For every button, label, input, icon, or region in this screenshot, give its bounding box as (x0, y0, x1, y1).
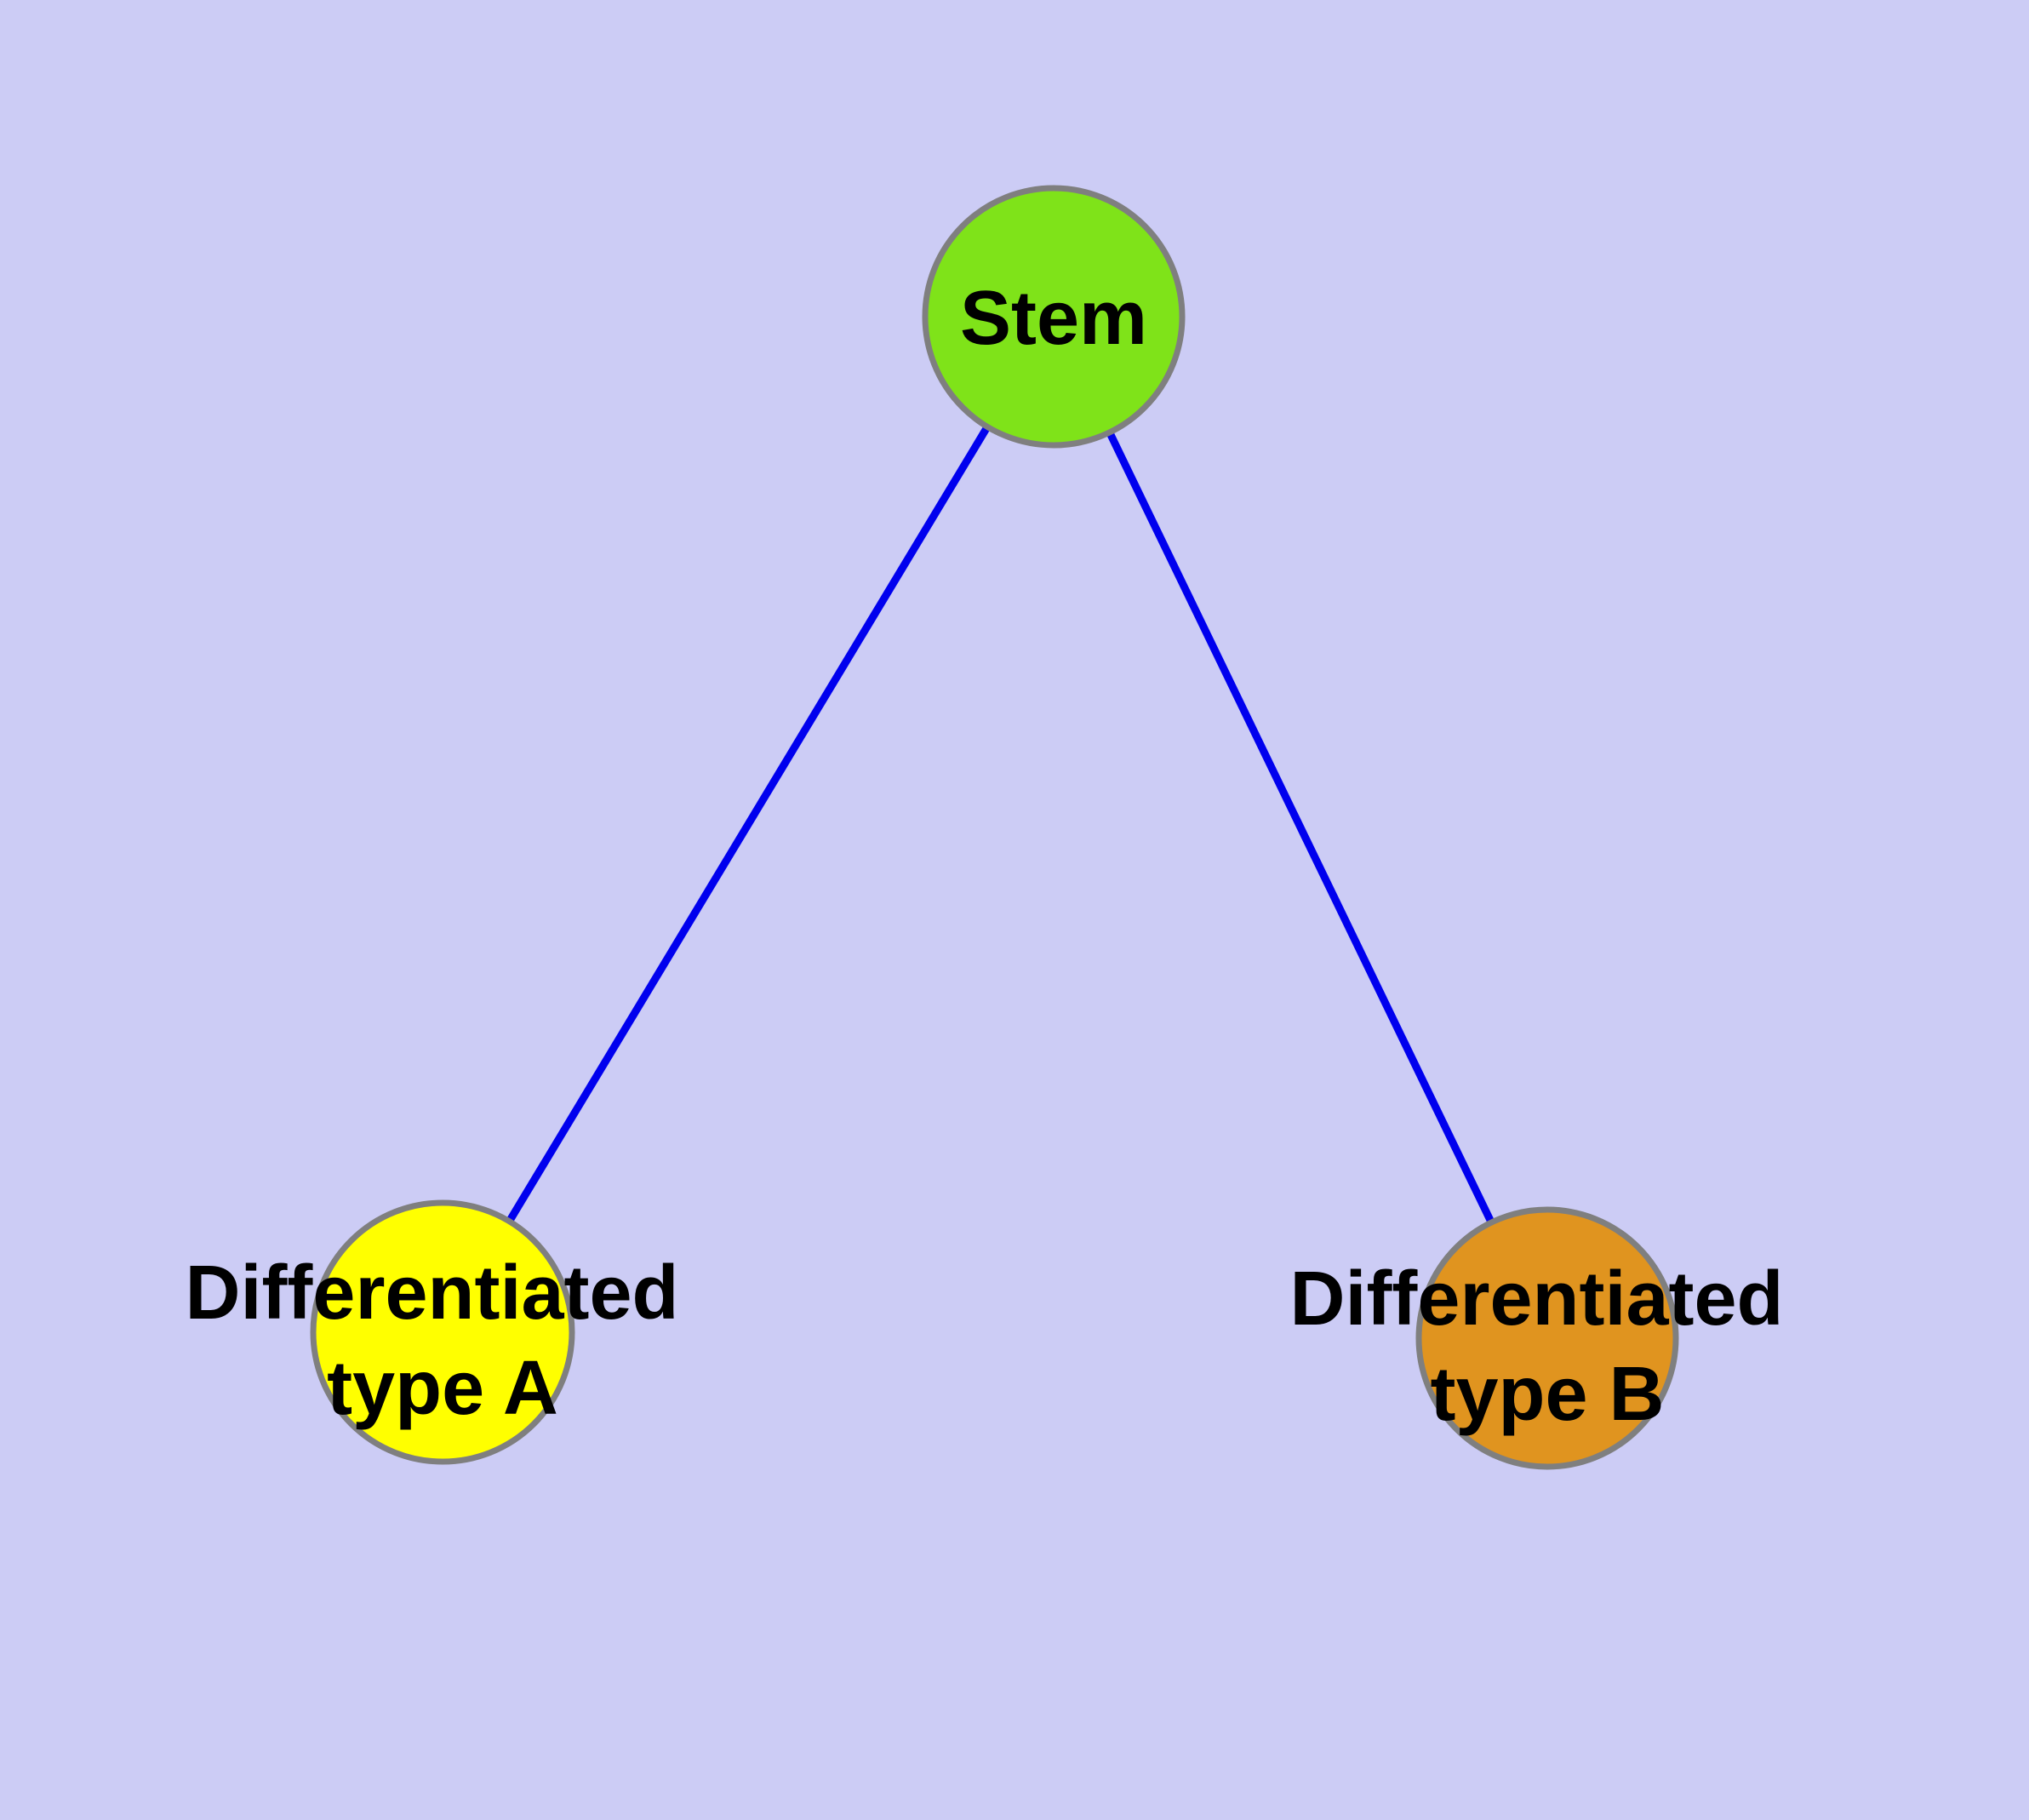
type-a-node-label: Differentiated type A (185, 1251, 700, 1431)
type-a-label-line2: type A (327, 1346, 558, 1431)
type-a-label-line1: Differentiated (185, 1251, 678, 1336)
type-b-label-line1: Differentiated (1289, 1256, 1783, 1342)
type-a-node (310, 1199, 575, 1465)
type-b-node (1415, 1206, 1679, 1470)
type-b-label-line2: type B (1430, 1352, 1664, 1437)
stem-node (922, 185, 1186, 449)
edge-stem-to-type-a (439, 314, 1057, 1335)
edge-stem-to-type-b (1049, 315, 1552, 1340)
type-b-node-label: Differentiated type B (1289, 1256, 1804, 1437)
stem-node-label: Stem (960, 276, 1147, 361)
